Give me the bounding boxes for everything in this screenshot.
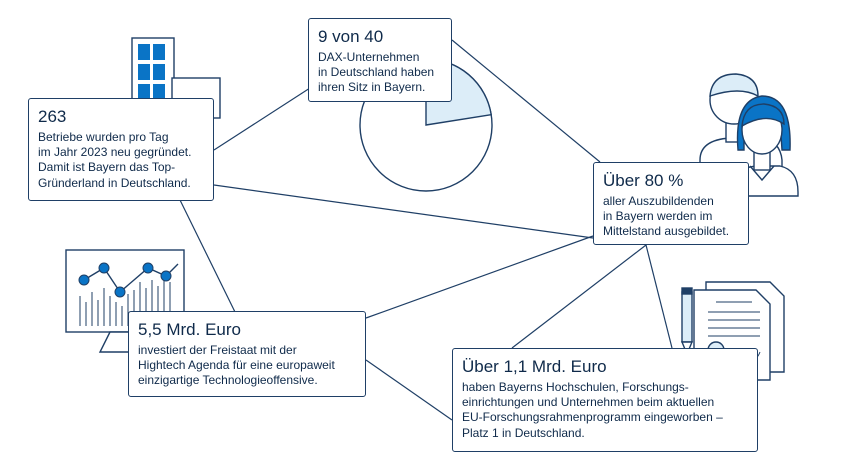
trainees-text-line: in Bayern werden im (603, 209, 713, 224)
dax-text-line: ihren Sitz in Bayern. (318, 80, 426, 95)
founders-text-line: Betriebe wurden pro Tag (38, 130, 169, 144)
founders-headline: 263 (38, 107, 67, 126)
research-text-line: haben Bayerns Hochschulen, Forschungs- (462, 380, 689, 394)
connector-line (213, 184, 594, 239)
hightech-text-line: einzigartige Technologieoffensive. (138, 373, 318, 388)
trainees-card: Über 80 % aller Auszubildenden in Bayern… (593, 162, 749, 245)
connector-line (213, 87, 311, 151)
connector-line (451, 39, 601, 163)
connector-line (645, 244, 673, 349)
dax-text-line: DAX-Unternehmen (318, 50, 420, 64)
trainees-headline: Über 80 % (603, 171, 684, 190)
connector-lines (179, 39, 673, 421)
research-text-line: einrichtungen und Unternehmen beim aktue… (462, 395, 715, 410)
connector-line (179, 199, 236, 313)
founders-text-line: im Jahr 2023 neu gegründet. (38, 145, 192, 160)
dax-headline: 9 von 40 (318, 27, 384, 46)
hightech-text: investiert der Freistaat mit der Hightec… (138, 343, 356, 389)
hightech-card: 5,5 Mrd. Euro investiert der Freistaat m… (128, 311, 366, 397)
connector-line (365, 235, 594, 319)
dax-text-line: in Deutschland haben (318, 65, 435, 80)
research-headline: Über 1,1 Mrd. Euro (462, 357, 607, 376)
hightech-text-line: investiert der Freistaat mit der (138, 343, 297, 357)
dax-text: DAX-Unternehmen in Deutschland haben ihr… (318, 50, 442, 96)
founders-text-line: Gründerland in Deutschland. (38, 175, 191, 190)
dax-card: 9 von 40 DAX-Unternehmen in Deutschland … (308, 18, 452, 102)
hightech-headline: 5,5 Mrd. Euro (138, 320, 241, 339)
trainees-text: aller Auszubildenden in Bayern werden im… (603, 194, 739, 240)
trainees-text-line: Mittelstand ausgebildet. (603, 224, 730, 239)
founders-text: Betriebe wurden pro Tag im Jahr 2023 neu… (38, 130, 204, 191)
research-text-line: Platz 1 in Deutschland. (462, 425, 585, 440)
founders-text-line: Damit ist Bayern das Top- (38, 160, 176, 175)
trainees-text-line: aller Auszubildenden (603, 194, 714, 208)
founders-card: 263 Betriebe wurden pro Tag im Jahr 2023… (28, 98, 214, 201)
research-card: Über 1,1 Mrd. Euro haben Bayerns Hochsch… (452, 348, 758, 452)
research-text: haben Bayerns Hochschulen, Forschungs- e… (462, 380, 748, 441)
connector-line (365, 359, 453, 421)
research-text-line: EU-Forschungsrahmenprogramm eingeworben … (462, 410, 723, 425)
connector-line (511, 244, 647, 349)
hightech-text-line: Hightech Agenda für eine europaweit (138, 358, 335, 373)
